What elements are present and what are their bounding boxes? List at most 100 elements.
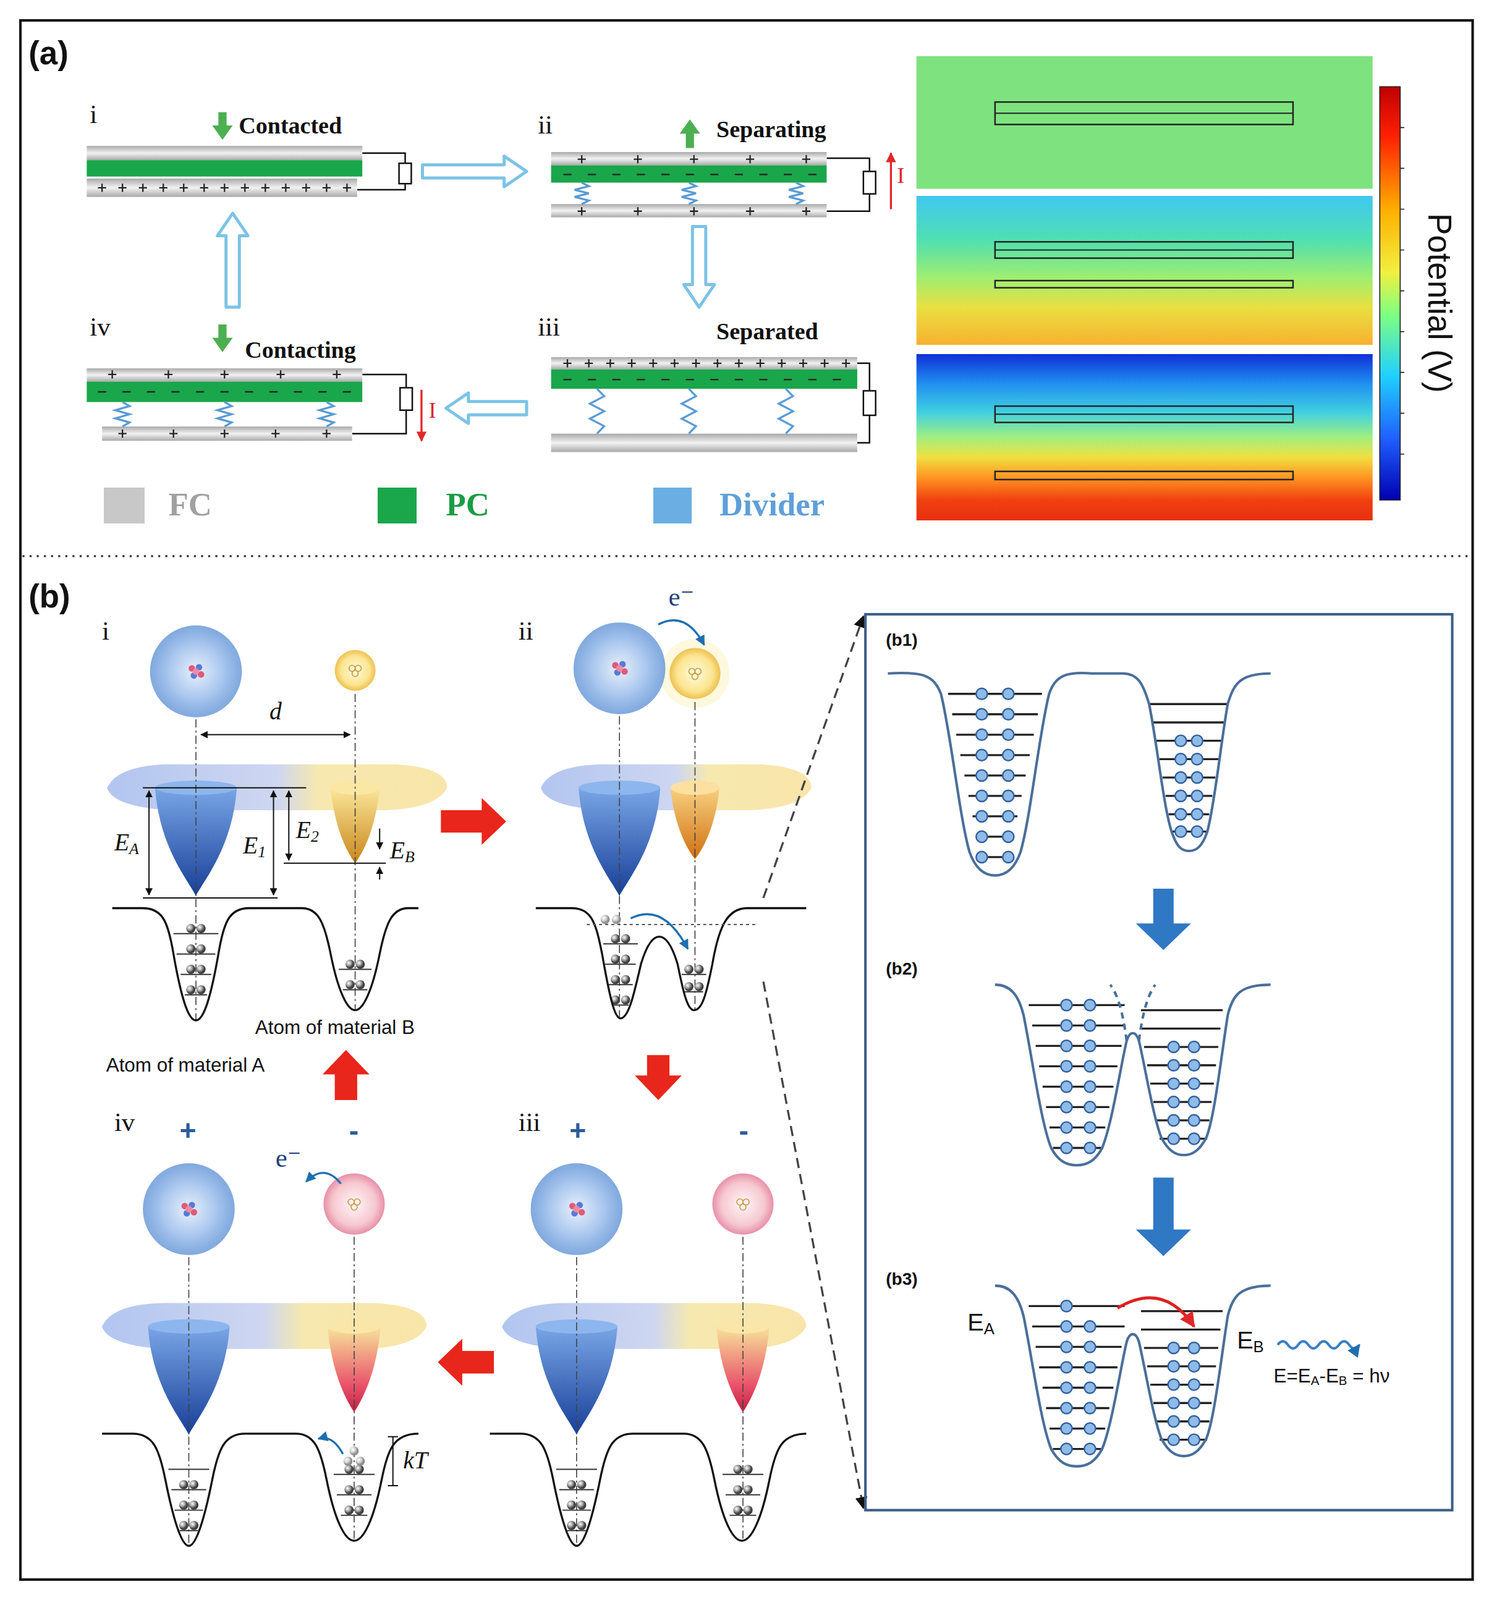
energy-level — [173, 933, 219, 935]
negative-charge — [661, 173, 670, 175]
electron — [1060, 1060, 1072, 1072]
electron — [1168, 1416, 1180, 1428]
nucleus — [351, 1204, 358, 1211]
thermal-energy-label: kT — [403, 1446, 428, 1476]
energy-level — [1035, 1045, 1122, 1048]
lift-arrow — [679, 119, 701, 148]
electron — [1084, 1382, 1096, 1394]
energy-level — [1162, 776, 1216, 779]
positive-charge — [584, 359, 593, 368]
subscript: 2 — [310, 827, 319, 846]
energy-level — [556, 1469, 598, 1471]
energy-level — [1147, 1064, 1216, 1067]
subscript: A — [984, 1319, 995, 1337]
electron — [1084, 999, 1096, 1011]
electron — [566, 1480, 577, 1490]
electron — [621, 975, 631, 985]
subscript: A — [129, 839, 140, 858]
negative-charge — [612, 378, 621, 381]
electron — [1060, 1040, 1072, 1052]
current-arrow — [890, 153, 892, 210]
negative-charge — [587, 173, 596, 175]
electron — [186, 985, 196, 995]
color-bar-ticks — [1399, 127, 1405, 454]
energy-level — [729, 1514, 757, 1517]
electron — [1168, 1096, 1180, 1108]
divider-spring — [778, 388, 794, 434]
negative-charge — [563, 378, 572, 381]
positive-charge — [689, 207, 698, 216]
electron — [1175, 826, 1187, 838]
atom-glow — [660, 639, 730, 709]
electron — [975, 749, 988, 761]
flow-arrow — [683, 226, 715, 308]
electron — [1002, 749, 1014, 761]
positive-charge — [322, 429, 331, 438]
atom-stage: iv — [97, 1104, 434, 1575]
dimension-line — [273, 791, 275, 896]
electron — [1188, 1096, 1200, 1108]
electron — [1191, 753, 1203, 765]
legend-text: Divider — [719, 485, 825, 524]
stage-number: i — [101, 615, 110, 646]
stage-title: Separated — [716, 318, 819, 346]
energy-level — [1156, 1420, 1210, 1423]
fc-layer — [86, 145, 363, 161]
reference-line — [283, 862, 386, 865]
electron — [1060, 1382, 1072, 1394]
legend-text: FC — [168, 485, 212, 524]
divider-spring — [115, 402, 130, 428]
potential-well — [995, 1285, 1271, 1467]
positive-charge — [689, 155, 698, 164]
resistor-symbol — [399, 163, 412, 184]
negative-charge — [147, 391, 156, 393]
illustration-part — [20, 20, 1473, 1580]
atom — [573, 622, 666, 715]
wire — [362, 374, 407, 388]
energy-label: E1 — [242, 831, 266, 862]
energy-level — [722, 1474, 764, 1476]
energy-level — [1028, 1305, 1125, 1308]
electron — [1175, 735, 1187, 747]
axis-line — [354, 694, 357, 1011]
flow-arrow — [446, 393, 528, 425]
electron — [196, 985, 206, 995]
electron — [733, 1485, 743, 1495]
transfer-arrow — [658, 620, 705, 646]
teng-stage: iiiSeparated — [530, 311, 878, 460]
electron — [354, 1485, 365, 1495]
stage-title: Contacting — [244, 336, 356, 365]
electron — [354, 1464, 365, 1475]
energy-level — [184, 994, 208, 996]
wire — [352, 410, 407, 434]
zoom-leader — [763, 616, 864, 899]
positive-charge — [820, 359, 829, 368]
electron — [1188, 1041, 1200, 1053]
positive-charge — [577, 207, 586, 216]
energy-level — [340, 1514, 368, 1517]
panel-divider — [22, 555, 1471, 557]
electron — [1168, 1397, 1180, 1409]
electron — [189, 1500, 199, 1511]
electron — [1084, 1081, 1096, 1093]
electron — [1084, 1361, 1096, 1373]
electron — [1188, 1378, 1200, 1391]
stage-number: ii — [518, 615, 534, 646]
wire — [857, 363, 870, 392]
electron — [1175, 790, 1187, 802]
electron — [1002, 831, 1014, 843]
energy-level — [1150, 1383, 1214, 1386]
negative-charge — [269, 391, 278, 393]
axis-line — [694, 702, 696, 1011]
positive-charge — [220, 183, 229, 192]
teng-stage: iContacted — [79, 97, 419, 210]
electron — [621, 934, 631, 944]
electron — [1188, 1397, 1200, 1409]
energy-level — [1141, 1328, 1221, 1331]
divider-spring — [681, 388, 696, 434]
energy-level — [338, 969, 372, 971]
electron — [975, 831, 988, 843]
electron — [1060, 1361, 1072, 1373]
atom — [150, 625, 243, 718]
energy-level — [1049, 1427, 1106, 1430]
